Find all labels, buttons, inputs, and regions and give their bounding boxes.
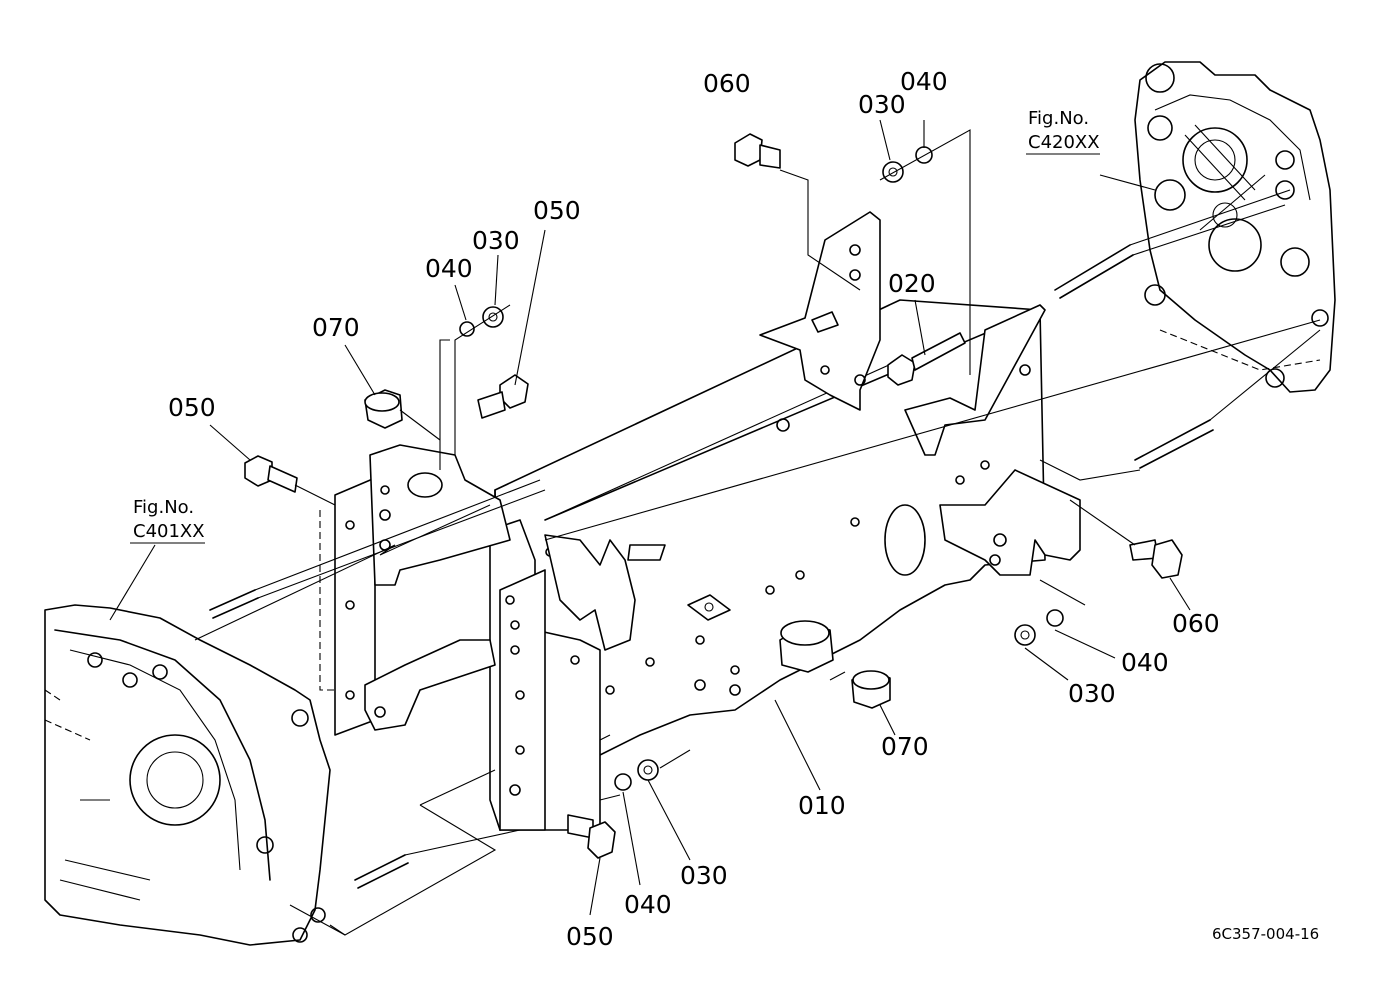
callout-030: 030 [858,90,906,119]
callout-030: 030 [680,861,728,890]
callout-050: 050 [168,393,216,422]
hardware-drawing [244,133,1183,859]
front-housing-drawing [44,604,331,946]
callout-030: 030 [1068,679,1116,708]
fig-ref-number: C420XX [1028,132,1100,153]
callout-010: 010 [798,791,846,820]
callout-070: 070 [881,732,929,761]
callout-040: 040 [900,67,948,96]
callout-070: 070 [312,313,360,342]
callout-050: 050 [533,196,581,225]
callout-060: 060 [703,69,751,98]
fig-ref-label: Fig.No. [133,497,194,518]
callout-030: 030 [472,226,520,255]
lower-bracket-drawing [939,469,1081,576]
callout-020: 020 [888,269,936,298]
drawing-code: 6C357-004-16 [1212,925,1319,943]
left-plate-drawing [489,519,636,831]
callout-040: 040 [624,890,672,919]
leader-lines [109,119,1191,936]
fig-ref-label: Fig.No. [1028,108,1089,129]
callout-040: 040 [425,254,473,283]
figure-reference-rear: Fig.No. C420XX [1026,108,1100,155]
studs-drawing [194,189,1321,889]
outer-bracket-drawing [319,444,511,736]
callout-050: 050 [566,922,614,951]
fig-ref-number: C401XX [133,521,205,542]
callout-040: 040 [1121,648,1169,677]
figure-reference-front: Fig.No. C401XX [130,497,205,544]
callout-labels: 060 030 040 050 030 040 070 050 020 060 … [168,67,1220,951]
callout-060: 060 [1172,609,1220,638]
rear-housing-drawing [1134,61,1336,393]
upper-bracket-drawing [759,211,1046,456]
